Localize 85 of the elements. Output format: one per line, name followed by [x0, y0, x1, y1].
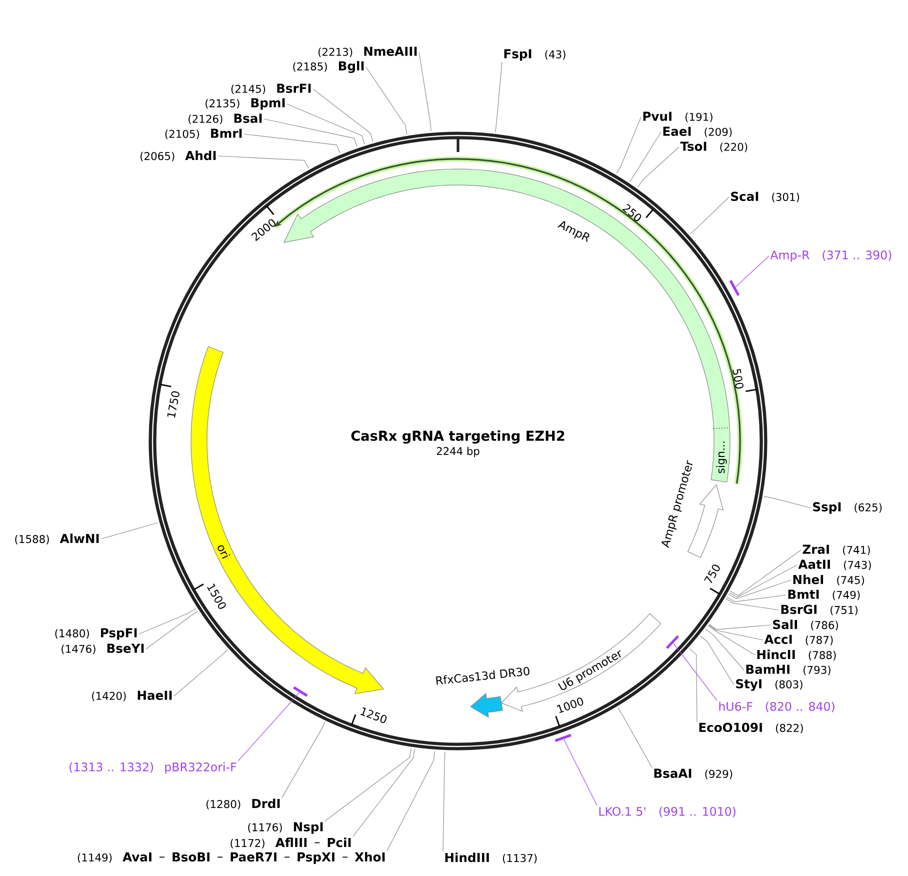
leader-line [618, 707, 652, 768]
leader-line [708, 624, 764, 640]
leader-line [324, 748, 412, 822]
enzyme-site-label: PvuI (191) [643, 112, 712, 122]
primer-label: LKO.1 5' (991 .. 1010) [599, 806, 736, 818]
leader-line [690, 196, 730, 234]
leader-line [174, 650, 228, 696]
leader-line [689, 648, 698, 722]
leader-line [244, 134, 340, 154]
primer-site-mark [729, 280, 740, 296]
leader-line [312, 88, 374, 142]
enzyme-site-label: (1420) HaeII [92, 690, 172, 702]
tick-label: 1250 [360, 707, 387, 724]
primer-site-mark [293, 686, 308, 697]
enzyme-site-label: BamHI (793) [746, 664, 830, 676]
enzyme-site-label: (1149) AvaI BsoBI PaeR7I PspXI XhoI [78, 852, 385, 864]
leader-line [730, 550, 802, 596]
enzyme-site-label: BmtI (749) [788, 590, 860, 600]
leader-line [709, 624, 772, 630]
enzyme-site-label: BsrGI (751) [781, 604, 858, 616]
leader-line [146, 611, 198, 650]
enzyme-site-label: (2126) BsaI [188, 114, 262, 124]
enzyme-site-label: TsoI (220) [680, 142, 748, 152]
leader-line [726, 594, 786, 602]
primer-site-mark [666, 635, 680, 649]
tick-label: 500 [732, 368, 744, 389]
enzyme-site-label: HincII (788) [757, 650, 836, 660]
enzyme-site-label: AccI (787) [764, 634, 833, 646]
primer-site-mark [554, 734, 572, 742]
leader-line [673, 643, 718, 701]
leader-line [386, 750, 435, 852]
primer-label: hU6-F (820 .. 840) [719, 702, 834, 712]
leader-line [708, 625, 756, 656]
enzyme-site-label: StyI (803) [736, 679, 802, 691]
enzyme-site-label: HindIII (1137) [445, 852, 537, 864]
tick-label: 250 [622, 204, 642, 222]
enzyme-site-label: (1476) BseYI [62, 644, 144, 654]
leader-line [352, 748, 415, 837]
leader-line [700, 636, 734, 686]
leader-line [726, 598, 780, 610]
signal-segment: sign... [713, 427, 730, 474]
leader-line [637, 146, 680, 188]
enzyme-site-label: ScaI (301) [731, 192, 800, 202]
enzyme-site-label: FspI (43) [504, 49, 566, 61]
enzyme-site-label: AatII (743) [798, 560, 871, 570]
enzyme-site-label: ZraI (741) [802, 544, 870, 556]
leader-line [564, 739, 598, 806]
leader-line [418, 52, 432, 132]
leader-line [282, 722, 326, 798]
enzyme-site-label: (2065) AhdI [140, 150, 216, 162]
leader-line [218, 156, 309, 169]
tick-label: 1750 [167, 391, 180, 418]
leader-line [616, 116, 642, 174]
enzyme-site-label: NheI (745) [793, 574, 864, 586]
leader-line [366, 66, 408, 135]
enzyme-site-label: (1588) AlwNI [15, 534, 99, 544]
leader-line [442, 751, 446, 852]
enzyme-site-label: (2105) BmrI [165, 128, 242, 140]
plasmid-size: 2244 bp [436, 446, 480, 458]
leader-line [705, 628, 744, 670]
enzyme-site-label: (2145) BsrFI [231, 84, 311, 94]
enzyme-site-label: EcoO109I (822) [699, 722, 803, 734]
enzyme-site-label: (1480) PspFI [55, 628, 137, 640]
enzyme-site-label: SalI (786) [773, 620, 838, 630]
leader-line [138, 608, 196, 634]
enzyme-site-label: SspI (625) [813, 502, 882, 514]
enzyme-site-label: (2135) BpmI [206, 98, 285, 110]
primer-label: Amp-R (371 .. 390) [770, 250, 892, 262]
leader-line [764, 496, 812, 508]
primer-label: (1313 .. 1332) pBR322ori-F [70, 762, 236, 774]
leader-line [264, 118, 358, 148]
enzyme-site-label: BsaAI (929) [654, 768, 732, 780]
tick-label: 1000 [556, 698, 584, 714]
enzyme-site-label: (2185) BglI [293, 61, 364, 73]
leader-line [630, 132, 662, 182]
enzyme-site-label: (2213) NmeAIII [318, 46, 417, 58]
leader-line [729, 564, 798, 598]
enzyme-site-label: (1280) DrdI [206, 798, 280, 810]
leader-line [286, 104, 365, 145]
enzyme-site-label: (1176) NspI [248, 822, 323, 834]
enzyme-site-label: EaeI (209) [663, 126, 732, 138]
enzyme-site-label: (1172) AflIII PciI [230, 838, 351, 848]
leader-line [100, 522, 158, 540]
leader-line [728, 580, 792, 599]
leader-line [495, 62, 502, 133]
